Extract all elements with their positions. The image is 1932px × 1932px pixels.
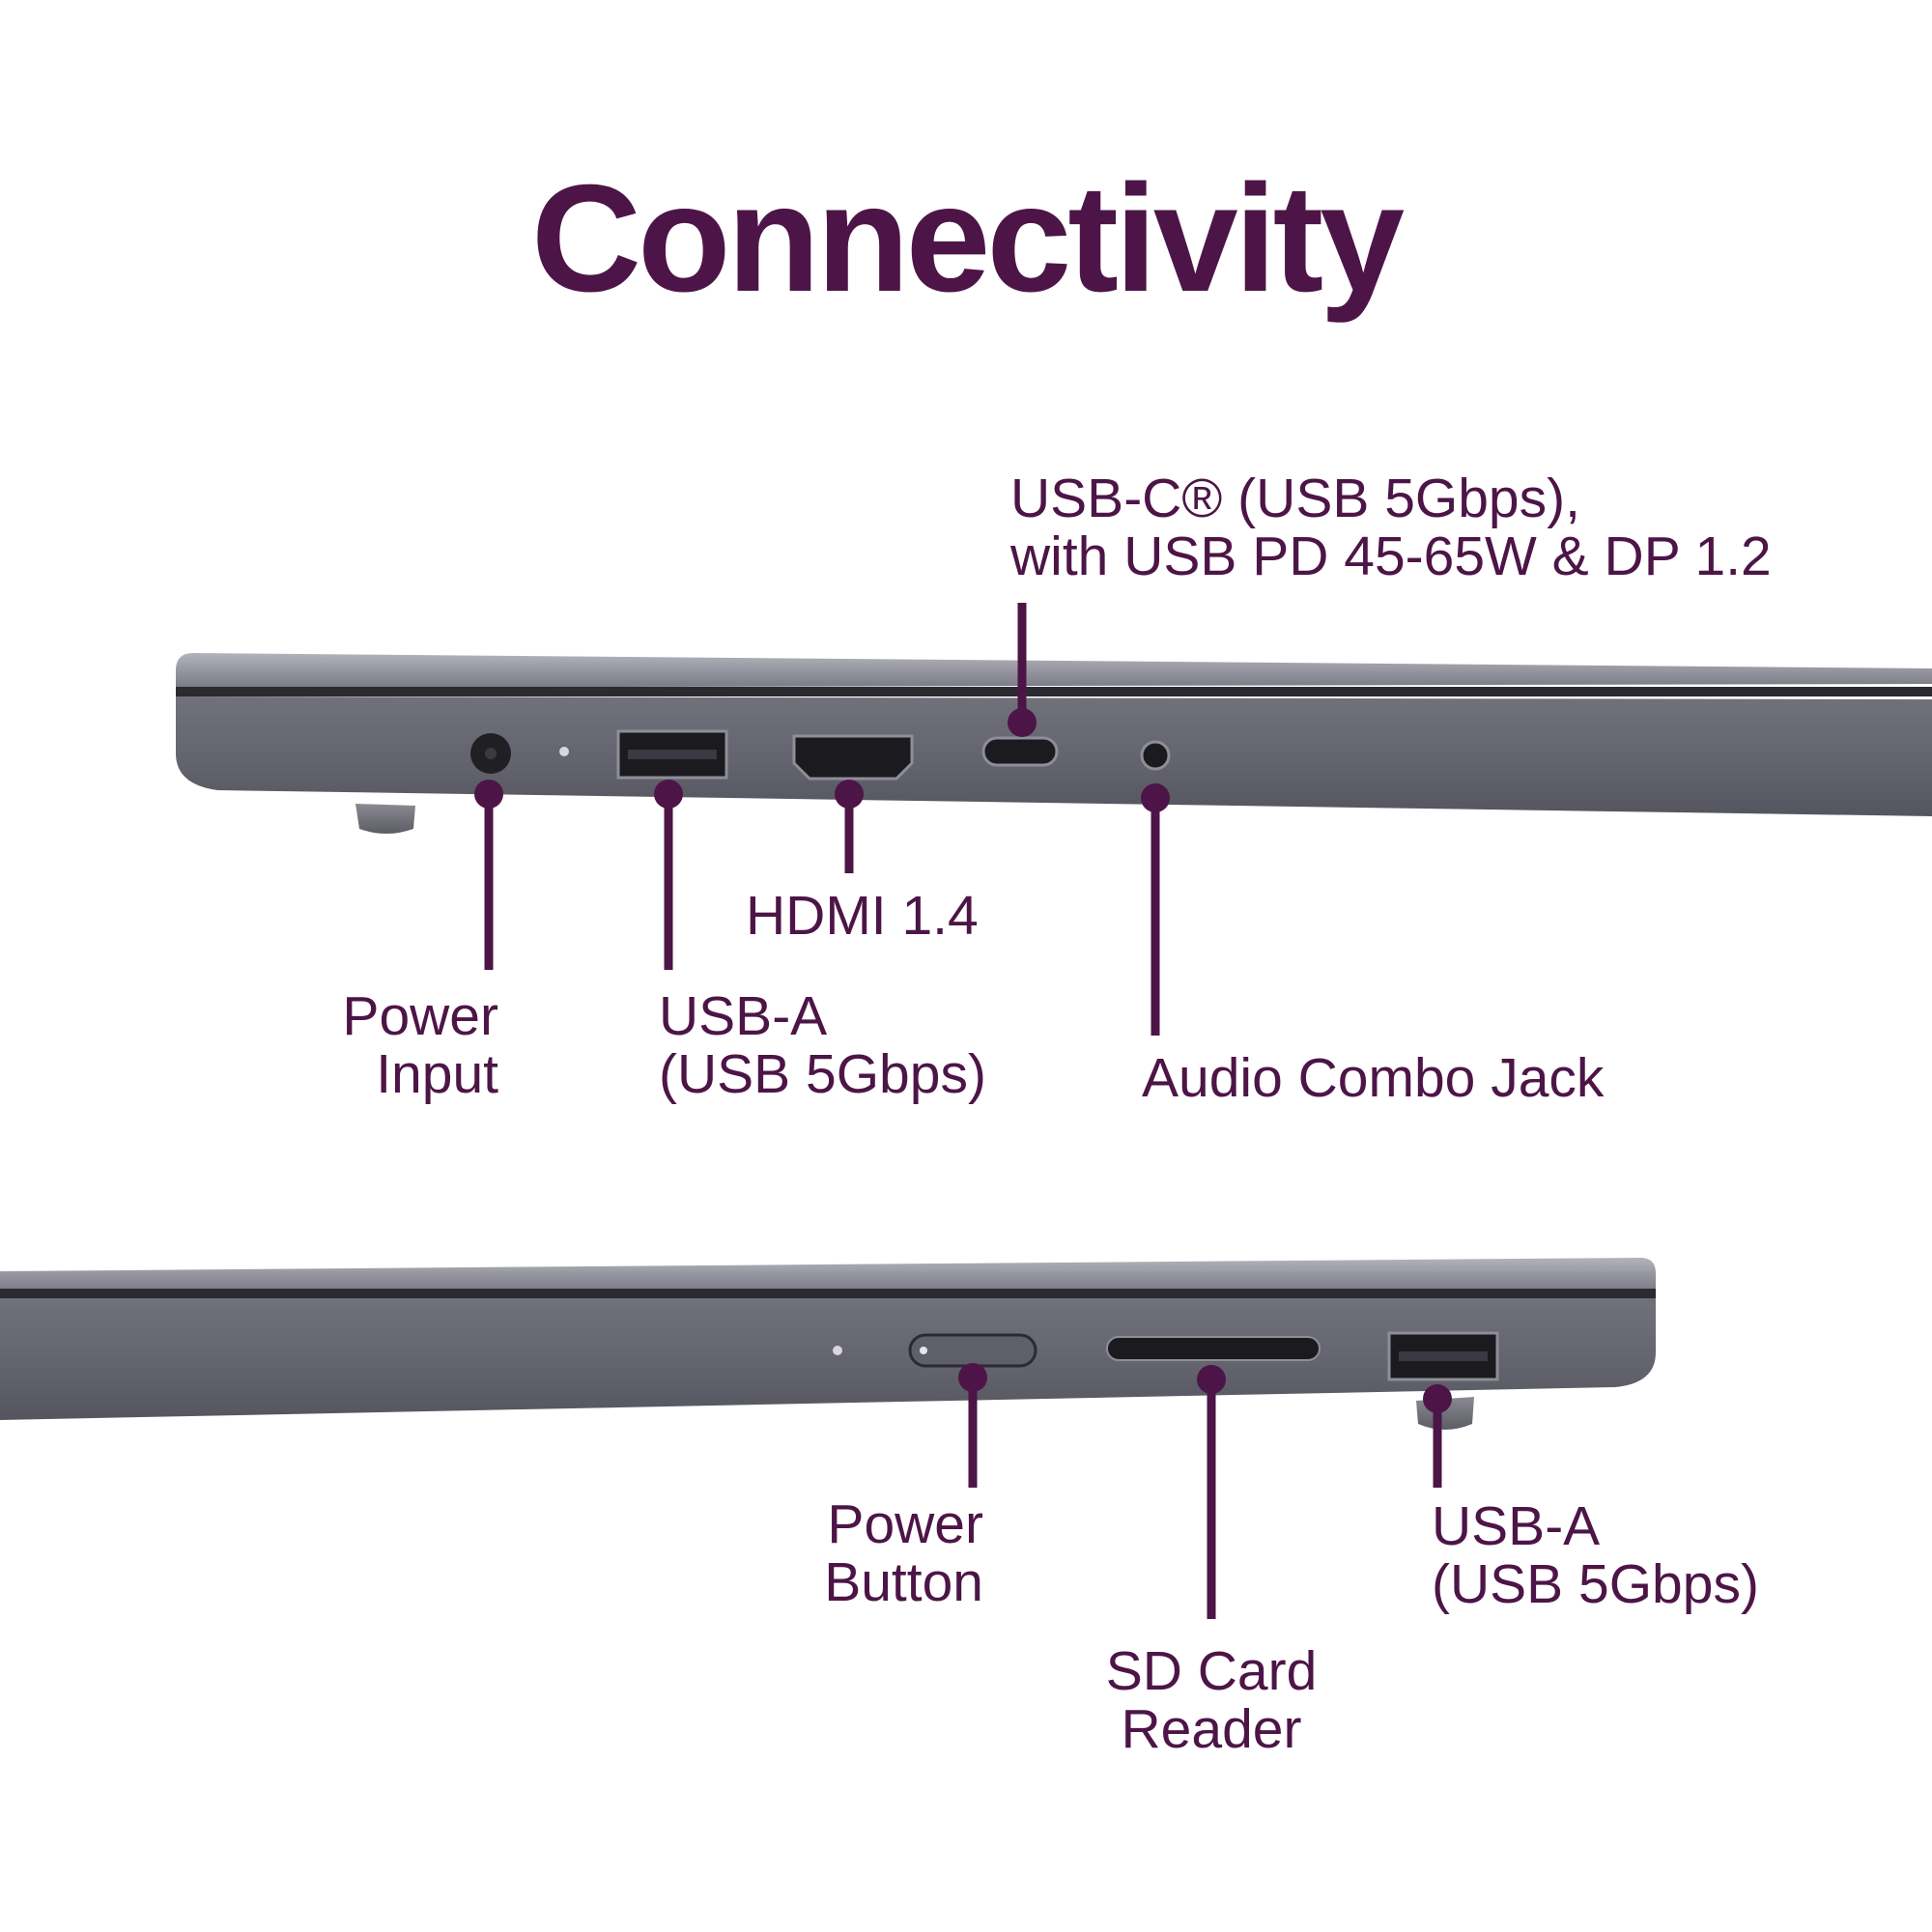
label-power-button: Power Button xyxy=(824,1493,983,1613)
callout-power-input xyxy=(474,780,503,970)
usb-c-port xyxy=(981,736,1059,767)
label-usb-c: USB-C® (USB 5Gbps), with USB PD 45-65W &… xyxy=(1010,468,1772,587)
lid-top xyxy=(176,653,1932,688)
sd-card-slot xyxy=(1106,1336,1321,1361)
power-input-pin xyxy=(485,748,497,759)
laptop-left-side xyxy=(176,653,1932,834)
foot-left xyxy=(355,804,415,834)
callout-usb-c xyxy=(1008,603,1037,737)
hdmi-port xyxy=(792,734,914,781)
label-usb-a-right: USB-A (USB 5Gbps) xyxy=(1432,1495,1759,1615)
label-hdmi: HDMI 1.4 xyxy=(746,885,979,947)
callout-hdmi xyxy=(835,780,864,873)
label-power-input: Power Input xyxy=(342,985,498,1105)
label-usb-a-left: USB-A (USB 5Gbps) xyxy=(659,985,986,1105)
lid-seam xyxy=(176,687,1932,696)
callout-audio xyxy=(1141,783,1170,1036)
callout-usb-a-right xyxy=(1423,1384,1452,1488)
callout-usb-a-left xyxy=(654,780,683,970)
chassis-base xyxy=(0,1298,1656,1420)
lid-top xyxy=(0,1258,1656,1291)
callout-power-button xyxy=(958,1363,987,1488)
label-audio: Audio Combo Jack xyxy=(1142,1047,1605,1109)
status-led xyxy=(833,1346,842,1355)
status-led xyxy=(559,747,569,756)
power-button xyxy=(908,1333,1037,1368)
audio-jack-port xyxy=(1140,740,1171,771)
label-sd-card: SD Card Reader xyxy=(1105,1640,1318,1760)
page-title: Connectivity xyxy=(530,154,1405,324)
laptop-right-side xyxy=(0,1258,1656,1430)
callout-sd-card xyxy=(1197,1365,1226,1619)
lid-seam xyxy=(0,1289,1656,1298)
